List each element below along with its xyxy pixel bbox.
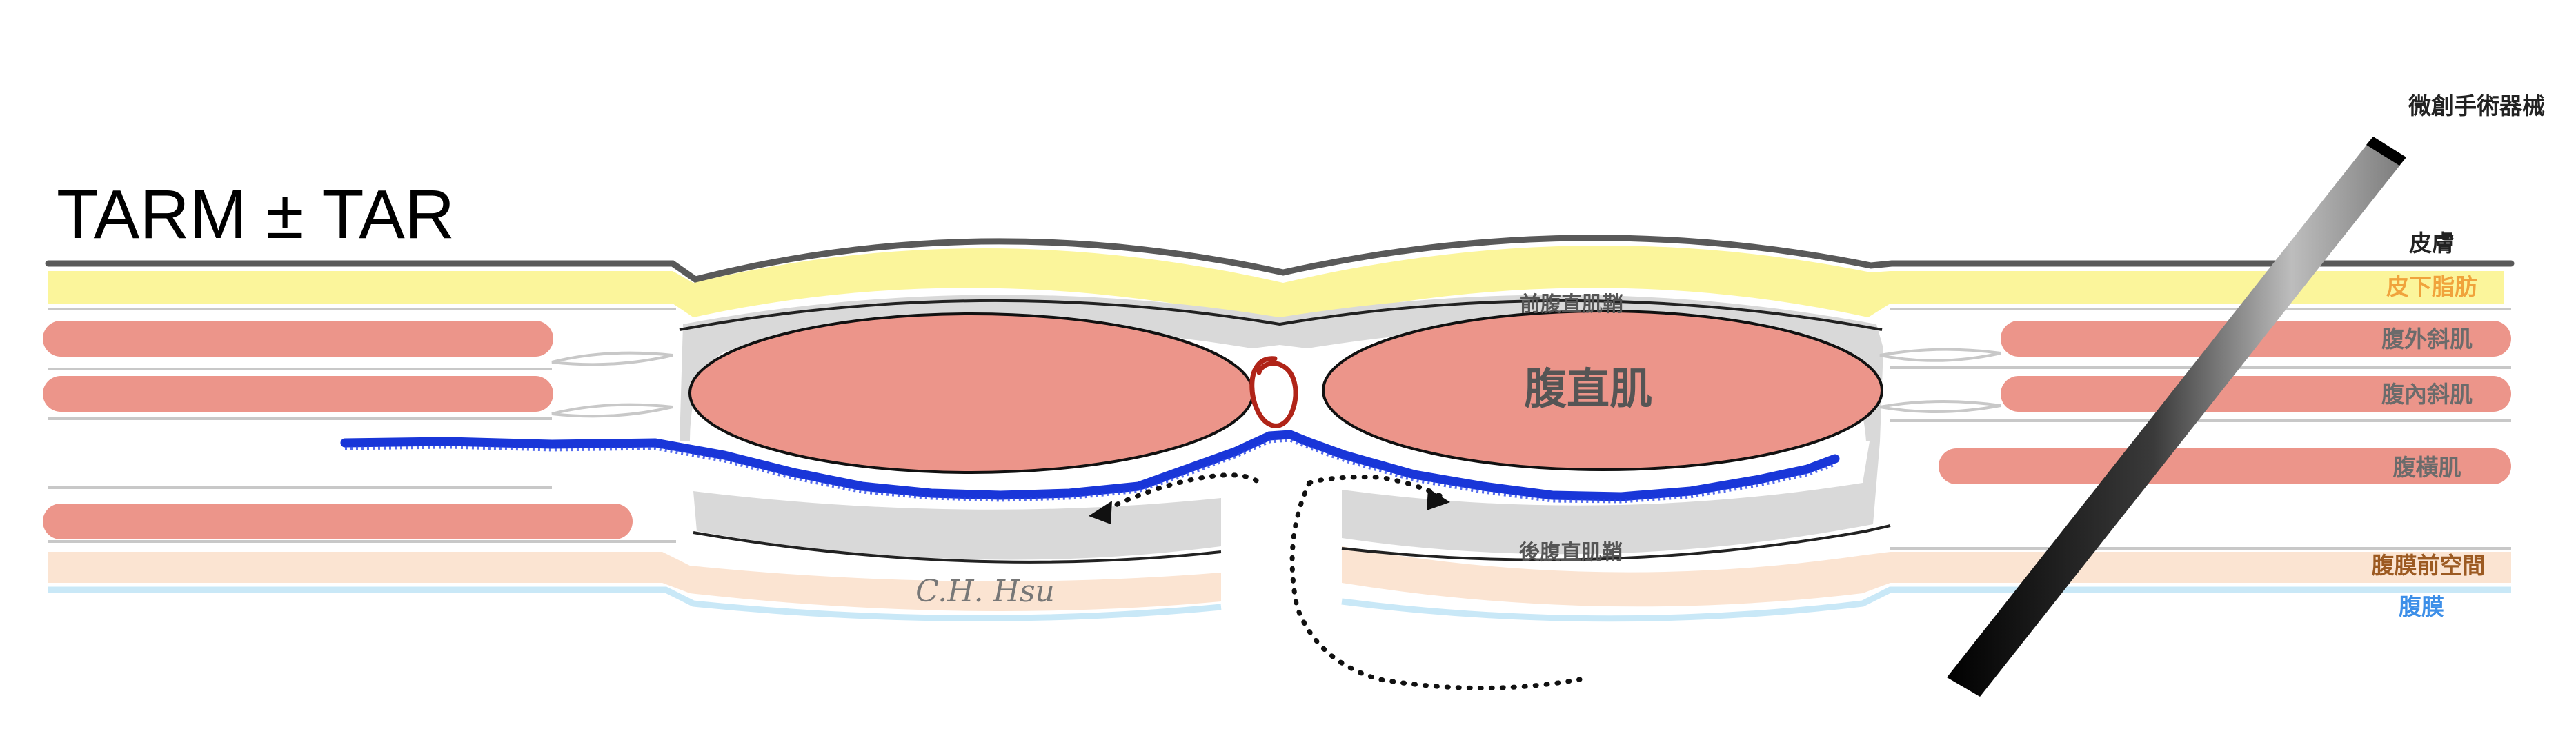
internal-oblique-muscle-right: [2001, 376, 2511, 412]
diagram-title: TARM ± TAR: [57, 176, 455, 253]
laparoscopic-instrument: [1947, 137, 2406, 697]
anterior-sheath-label: 前腹直肌鞘: [1520, 292, 1623, 317]
rectus-label: 腹直肌: [1524, 364, 1652, 414]
preperitoneal-space-layer-right: [1342, 546, 2511, 607]
posterior-sheath-line-left: [693, 531, 1222, 564]
mesh-line-texture: [344, 438, 1836, 504]
transversus-muscle-right: [1939, 448, 2511, 484]
arrow-right-head: [1427, 488, 1450, 510]
posterior-sheath-label: 後腹直肌鞘: [1519, 541, 1623, 565]
transversus-muscle-left: [43, 504, 633, 539]
fascia-lines-right: [1890, 308, 2511, 550]
aponeurosis-lenses: [551, 348, 2001, 418]
skin-label: 皮膚: [2409, 230, 2455, 257]
surgical-dissection-path: [1094, 472, 1583, 690]
arrow-left-head: [1089, 501, 1112, 524]
author-signature: C.H. Hsu: [915, 574, 1055, 609]
posterior-sheath-line-right: [1341, 524, 1891, 561]
peritoneum-line: [48, 586, 2511, 622]
skin-line: [45, 235, 2515, 283]
posterior-sheath-left: [693, 491, 1221, 560]
subcutaneous-fat-layer: [48, 245, 2504, 324]
anterior-sheath-line: [679, 299, 1883, 331]
internal-oblique-muscle-left: [43, 376, 553, 412]
peritoneum-label: 腹膜: [2399, 593, 2444, 620]
instrument-label: 微創手術器械: [2408, 92, 2545, 119]
mesh-line: [340, 430, 1840, 501]
fascia-lines-left: [48, 308, 676, 543]
rectus-muscle-right: [1322, 310, 1883, 471]
preperitoneal-space-label: 腹膜前空間: [2372, 552, 2486, 579]
suture-loop: [1249, 356, 1298, 428]
subcutaneous-fat-label: 皮下脂肪: [2386, 273, 2477, 300]
internal-oblique-label: 腹內斜肌: [2381, 381, 2473, 408]
transversus-label: 腹橫肌: [2393, 454, 2461, 481]
external-oblique-muscle-left: [43, 321, 553, 357]
preperitoneal-space-layer-left: [48, 552, 1221, 611]
posterior-sheath-right: [1342, 441, 1880, 555]
rectus-muscle-left: [688, 312, 1254, 474]
external-oblique-label: 腹外斜肌: [2381, 326, 2473, 352]
